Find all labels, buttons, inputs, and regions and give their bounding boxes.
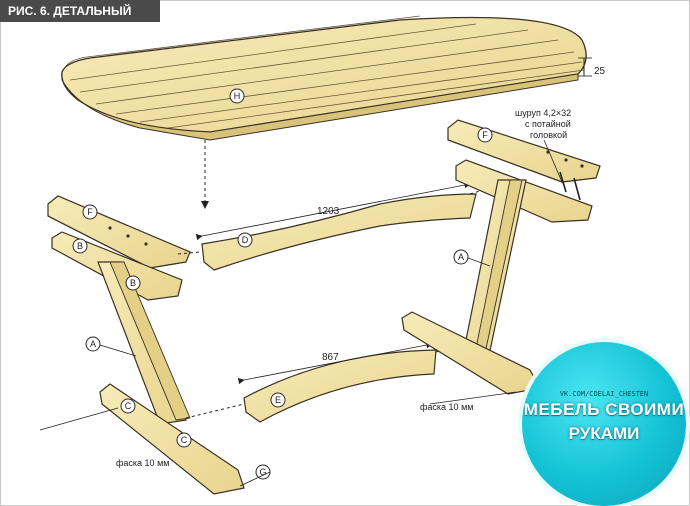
dim-stretcher: 867 bbox=[322, 352, 339, 363]
label-f-left: F bbox=[87, 207, 93, 217]
label-c-right: C bbox=[181, 435, 188, 445]
screw-note-3: головкой bbox=[530, 130, 567, 140]
dim-thickness: 25 bbox=[594, 66, 606, 77]
label-c-left: C bbox=[125, 401, 132, 411]
label-b-left: B bbox=[77, 241, 83, 251]
figure-title: РИС. 6. ДЕТАЛЬНЫЙ ВИД bbox=[0, 0, 160, 40]
chamfer-note-left: фаска 10 мм bbox=[116, 458, 169, 468]
screw-note-1: шуруп 4,2×32 bbox=[515, 108, 571, 118]
label-e: E bbox=[275, 395, 281, 405]
watermark-url: VK.COM/CDELAI_CHESTEN bbox=[559, 390, 649, 398]
label-f-right: F bbox=[482, 130, 488, 140]
part-labels bbox=[72, 88, 493, 480]
label-a-left: A bbox=[90, 339, 96, 349]
leg-right bbox=[401, 159, 593, 395]
top-thickness-dim bbox=[578, 57, 592, 77]
label-d: D bbox=[242, 235, 249, 245]
label-h: H bbox=[234, 91, 241, 101]
label-a-right: A bbox=[458, 252, 464, 262]
screws bbox=[559, 171, 581, 201]
leg-left bbox=[51, 231, 245, 495]
dim-rail: 1203 bbox=[317, 206, 340, 217]
stretcher-part-e bbox=[243, 349, 437, 423]
watermark-line-2: РУКАМИ bbox=[568, 424, 640, 443]
watermark-logo: VK.COM/CDELAI_CHESTEN МЕБЕЛЬ СВОИМИ РУКА… bbox=[522, 342, 686, 506]
watermark-line-1: МЕБЕЛЬ СВОИМИ bbox=[523, 400, 685, 419]
label-g: G bbox=[259, 467, 266, 477]
label-b-right: B bbox=[130, 278, 136, 288]
chamfer-note-right: фаска 10 мм bbox=[420, 402, 473, 412]
screw-note-2: с потайной bbox=[525, 119, 571, 129]
tabletop-part-h bbox=[61, 15, 587, 141]
